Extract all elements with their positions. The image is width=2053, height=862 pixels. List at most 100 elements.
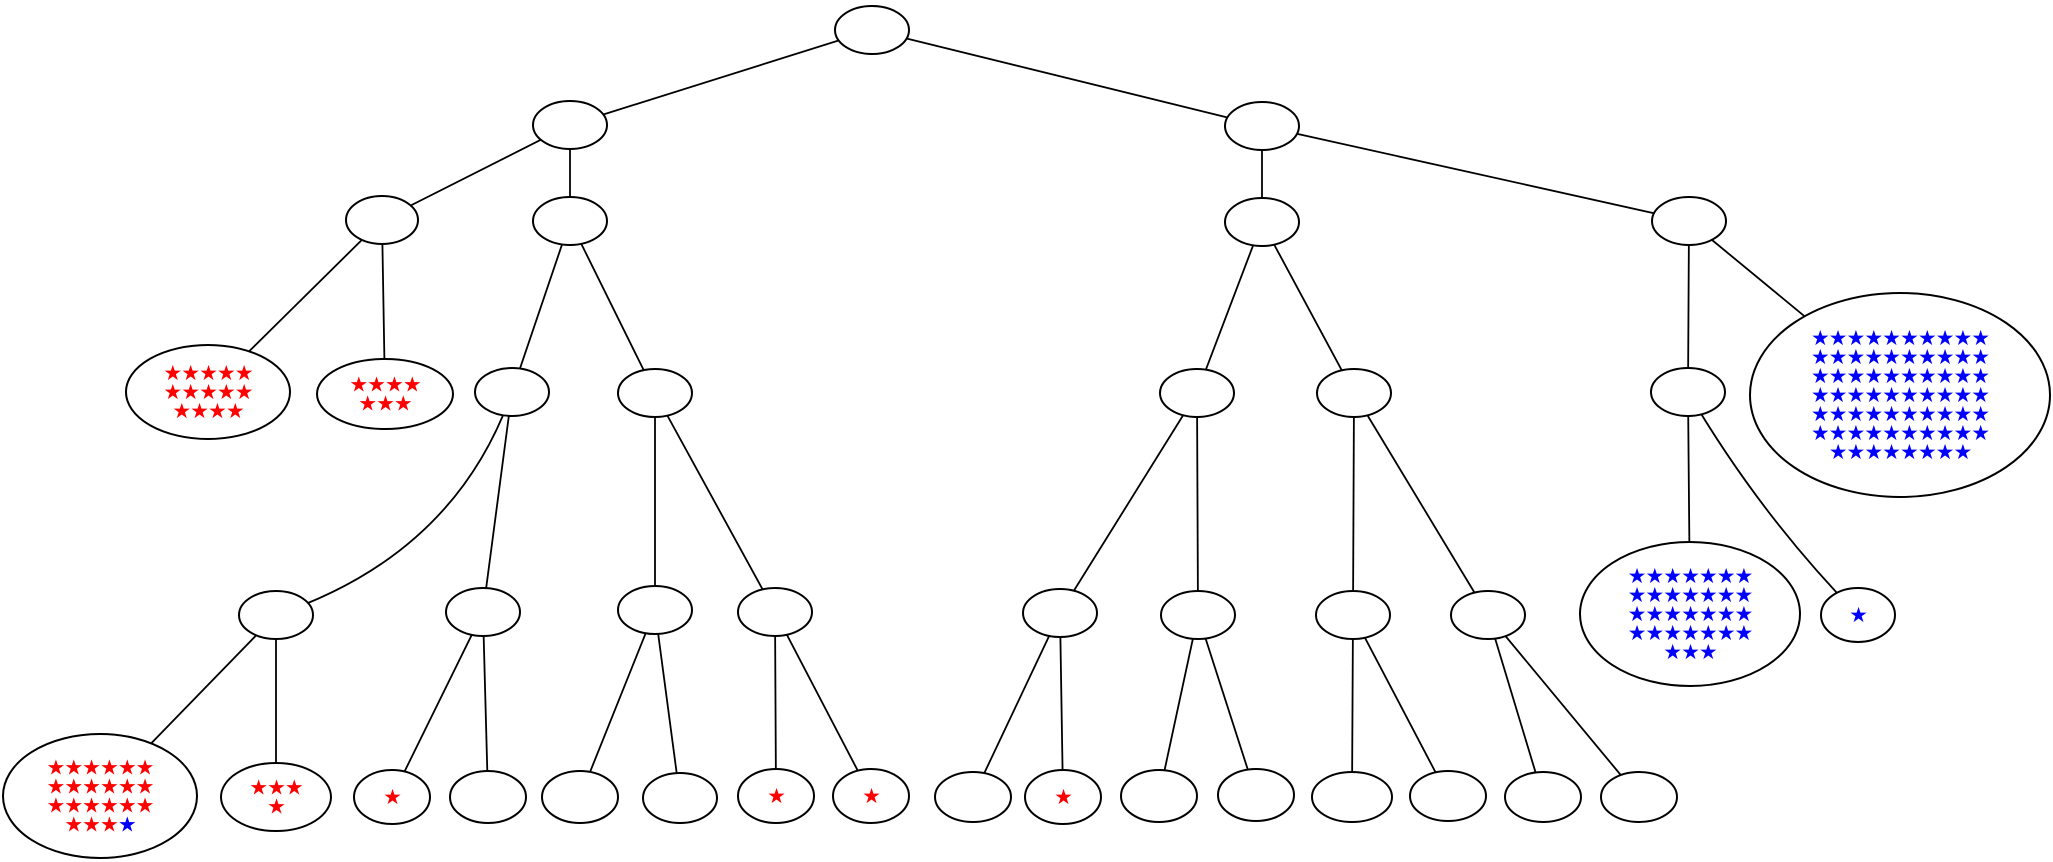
tree-node-leaf-q: ★ <box>737 768 815 824</box>
edge-m2-leaf-v <box>1197 614 1257 796</box>
tree-node-leaf-w <box>1311 771 1393 823</box>
edge-n2d-g <box>1687 220 1690 393</box>
tree-node-l2 <box>445 587 521 637</box>
tree-node-leaf-t: ★ <box>1024 769 1102 825</box>
tree-node-leaf-y <box>1504 771 1582 823</box>
tree-node-leaf-m: ★ <box>353 769 431 825</box>
star-row-leaf-h-2: ★★★★★★★★★★ <box>1811 364 1989 388</box>
edge-e-m1 <box>1059 392 1198 614</box>
node-ellipse-l3 <box>617 585 693 635</box>
star-row-leaf-k-2: ★★★★★★ <box>47 794 154 818</box>
tree-node-l3 <box>617 585 693 635</box>
tree-node-l4 <box>737 587 813 637</box>
tree-node-n1r <box>1224 101 1300 151</box>
star-row-leaf-i-2: ★★★★★★★ <box>1628 602 1753 626</box>
node-ellipse-leaf-i <box>1579 541 1801 687</box>
node-ellipse-l1 <box>238 590 314 640</box>
node-ellipse-leaf-n <box>449 770 527 824</box>
edge-root-n1r <box>871 29 1263 127</box>
node-ellipse-leaf-j <box>1820 587 1896 643</box>
node-ellipse-m4 <box>1450 590 1526 640</box>
edge-m4-leaf-z <box>1487 614 1640 798</box>
node-ellipse-n2b <box>532 196 608 246</box>
star-row-leaf-k-1: ★★★★★★ <box>47 775 154 799</box>
edge-e-m2 <box>1196 392 1199 616</box>
node-ellipse-leaf-r <box>832 768 910 824</box>
node-ellipse-n2c <box>1224 197 1300 247</box>
tree-node-leaf-a: ★★★★★★★★★★★★★★ <box>125 344 291 440</box>
node-ellipse-l4 <box>737 587 813 637</box>
tree-node-m3 <box>1315 590 1391 640</box>
edge-l2-leaf-n <box>482 611 489 798</box>
node-ellipse-leaf-u <box>1120 769 1198 823</box>
star-row-leaf-h-4: ★★★★★★★★★★ <box>1811 402 1989 426</box>
node-ellipse-n2a <box>345 195 419 245</box>
star-row-leaf-k-0: ★★★★★★ <box>47 756 154 780</box>
node-ellipse-leaf-y <box>1504 771 1582 823</box>
node-ellipse-c <box>474 367 550 417</box>
node-ellipse-root <box>834 5 910 55</box>
edge-d-l4 <box>654 392 776 613</box>
tree-node-leaf-k: ★★★★★★★★★★★★★★★★★★★★★★ <box>2 733 198 859</box>
star-row-leaf-l-0: ★★★ <box>249 776 303 800</box>
tree-node-leaf-u <box>1120 769 1198 823</box>
tree-node-m1 <box>1022 588 1098 638</box>
edge-f-m4 <box>1353 392 1489 616</box>
node-ellipse-leaf-v <box>1217 768 1295 822</box>
node-ellipse-leaf-m <box>353 769 431 825</box>
star-row-leaf-a-0: ★★★★★ <box>163 361 252 385</box>
tree-node-leaf-o <box>541 770 619 824</box>
star-row-leaf-a-2: ★★★★ <box>172 399 243 423</box>
node-ellipse-leaf-k <box>2 733 198 859</box>
edge-f-m3 <box>1352 392 1355 616</box>
star-row-leaf-h-1: ★★★★★★★★★★ <box>1811 345 1989 369</box>
star-row-leaf-i-3: ★★★★★★★ <box>1628 621 1753 645</box>
tree-node-leaf-s <box>934 771 1012 823</box>
tree-node-leaf-b: ★★★★★★★ <box>316 358 454 430</box>
tree-node-leaf-z <box>1600 771 1678 823</box>
node-ellipse-leaf-h <box>1749 292 2051 498</box>
node-ellipse-m2 <box>1160 590 1236 640</box>
tree-node-leaf-x <box>1409 770 1487 822</box>
node-ellipse-leaf-a <box>125 344 291 440</box>
edge-l3-leaf-p <box>654 609 681 799</box>
node-ellipse-leaf-q <box>737 768 815 824</box>
node-ellipse-g <box>1650 367 1726 417</box>
tree-node-leaf-h: ★★★★★★★★★★★★★★★★★★★★★★★★★★★★★★★★★★★★★★★★… <box>1749 292 2051 498</box>
star-row-leaf-h-5: ★★★★★★★★★★ <box>1811 421 1989 445</box>
edge-c-l1 <box>275 391 513 616</box>
star-row-leaf-i-4: ★★★ <box>1663 640 1717 664</box>
star-row-leaf-q-0: ★ <box>767 784 785 808</box>
star-row-leaf-i-0: ★★★★★★★ <box>1628 564 1753 588</box>
star-row-leaf-k-3: ★★★★ <box>64 813 135 837</box>
tree-node-leaf-p <box>642 772 718 824</box>
tree-node-e <box>1159 368 1235 418</box>
node-ellipse-leaf-w <box>1311 771 1393 823</box>
star-row-leaf-i-1: ★★★★★★★ <box>1628 583 1753 607</box>
star-row-leaf-r-0: ★ <box>862 784 880 808</box>
edge-m3-leaf-w <box>1351 614 1354 798</box>
edge-n2c-e <box>1196 221 1263 394</box>
tree-node-m2 <box>1160 590 1236 640</box>
edge-n1r-n2d <box>1261 125 1690 222</box>
tree-node-leaf-j: ★ <box>1820 587 1896 643</box>
edge-l3-leaf-o <box>579 609 656 798</box>
node-ellipse-leaf-o <box>541 770 619 824</box>
node-ellipse-d <box>617 368 693 418</box>
edge-m2-leaf-u <box>1158 614 1199 797</box>
edge-m3-leaf-x <box>1352 614 1449 797</box>
node-ellipse-l2 <box>445 587 521 637</box>
edge-g-leaf-j <box>1687 391 1859 616</box>
edge-root-n1l <box>569 29 873 126</box>
nodes-layer: ★★★★★★★★★★★★★★★★★★★★★★★★★★★★★★★★★★★★★★★★… <box>2 5 2051 859</box>
edge-m1-leaf-s <box>972 612 1061 798</box>
tree-node-d <box>617 368 693 418</box>
star-row-leaf-b-0: ★★★★ <box>349 373 420 397</box>
tree-node-leaf-i: ★★★★★★★★★★★★★★★★★★★★★★★★★★★★★★★ <box>1579 541 1801 687</box>
node-ellipse-leaf-p <box>642 772 718 824</box>
tree-node-n2b <box>532 196 608 246</box>
tree-node-root <box>834 5 910 55</box>
node-ellipse-e <box>1159 368 1235 418</box>
node-ellipse-n1l <box>532 100 608 150</box>
